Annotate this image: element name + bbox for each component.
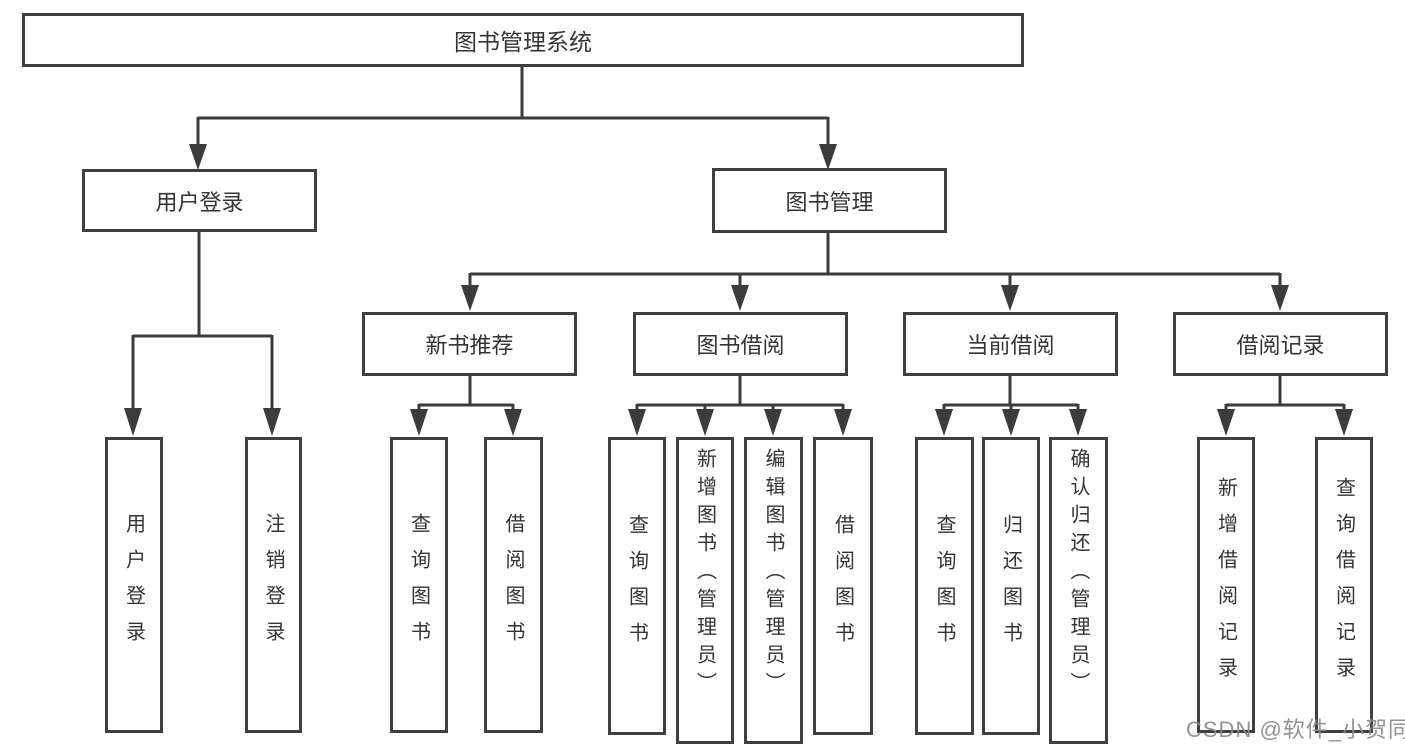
leaf-nbr-borrow-books: 借阅图书 <box>484 437 543 733</box>
arrowheads <box>124 144 1353 436</box>
leaf-cb-confirm-return-admin: 确认归还（管理员） <box>1049 437 1108 744</box>
node-user-login: 用户登录 <box>82 169 317 232</box>
leaf-cb-query-books: 查询图书 <box>915 437 974 735</box>
leaf-nbr-query-books: 查询图书 <box>390 437 448 733</box>
node-new-book-recommend: 新书推荐 <box>362 312 577 376</box>
leaf-br-query-record: 查询借阅记录 <box>1315 437 1373 733</box>
leaf-cb-return-books: 归还图书 <box>982 437 1040 735</box>
watermark: CSDN @软件_小贺同学 <box>1186 717 1405 742</box>
leaf-user-login: 用户登录 <box>105 437 163 733</box>
leaf-bb-edit-books-admin: 编辑图书（管理员） <box>744 437 803 744</box>
node-current-borrowing: 当前借阅 <box>903 312 1118 376</box>
leaf-bb-borrow-books: 借阅图书 <box>813 437 873 735</box>
leaf-bb-query-books: 查询图书 <box>608 437 666 735</box>
leaf-bb-add-books-admin: 新增图书（管理员） <box>676 437 734 744</box>
leaf-br-add-record: 新增借阅记录 <box>1197 437 1255 733</box>
node-borrow-records: 借阅记录 <box>1173 312 1388 376</box>
node-book-borrowing: 图书借阅 <box>633 312 848 376</box>
node-book-management: 图书管理 <box>712 168 947 233</box>
leaf-logout: 注销登录 <box>245 437 302 733</box>
node-library-system: 图书管理系统 <box>22 13 1024 67</box>
